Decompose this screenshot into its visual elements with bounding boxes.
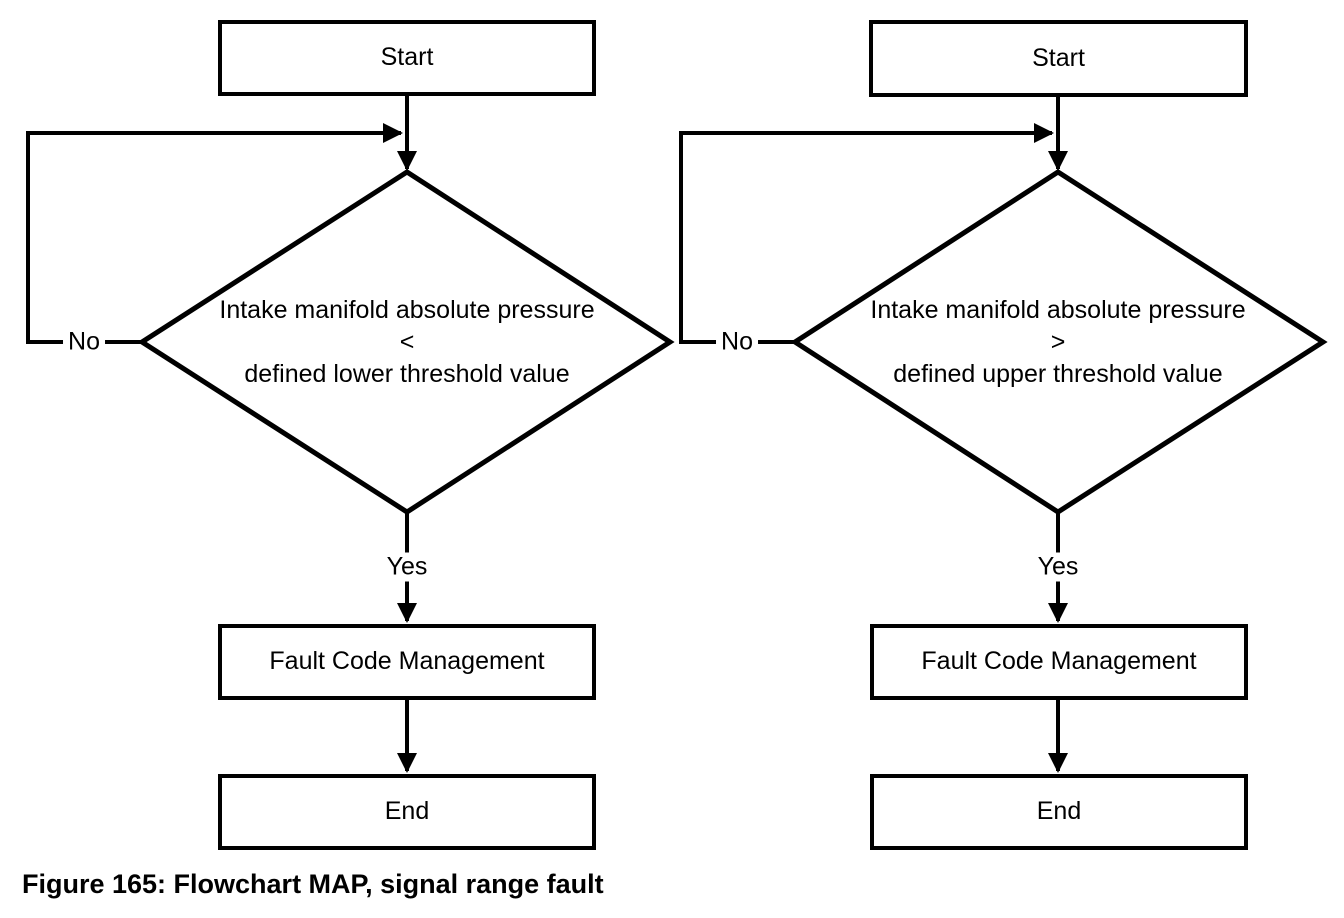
- right-no-label: No: [716, 327, 758, 357]
- right-yes-label: Yes: [1032, 552, 1084, 582]
- left-process-node: Fault Code Management: [218, 624, 596, 700]
- left-process-label: Fault Code Management: [269, 647, 545, 676]
- left-start-node: Start: [218, 20, 596, 96]
- right-decision-text: Intake manifold absolute pressure > defi…: [808, 294, 1308, 390]
- right-end-node: End: [870, 774, 1248, 850]
- left-end-node: End: [218, 774, 596, 850]
- left-decision-line2: defined lower threshold value: [244, 360, 570, 388]
- left-start-label: Start: [380, 43, 434, 72]
- left-decision-text: Intake manifold absolute pressure < defi…: [157, 294, 657, 390]
- right-flowchart-connectors: [679, 97, 1328, 773]
- left-yes-label: Yes: [381, 552, 433, 582]
- right-process-node: Fault Code Management: [870, 624, 1248, 700]
- right-start-label: Start: [1032, 43, 1085, 72]
- right-end-label: End: [1036, 797, 1082, 826]
- right-decision-line1: Intake manifold absolute pressure: [870, 296, 1246, 324]
- right-decision-line2: defined upper threshold value: [893, 360, 1223, 388]
- left-decision-operator: <: [399, 328, 415, 356]
- right-process-label: Fault Code Management: [921, 647, 1197, 676]
- left-decision-line1: Intake manifold absolute pressure: [219, 296, 595, 324]
- right-decision-operator: >: [1050, 328, 1066, 356]
- right-start-node: Start: [869, 20, 1248, 97]
- figure-caption: Figure 165: Flowchart MAP, signal range …: [22, 869, 604, 899]
- left-no-label: No: [63, 327, 105, 357]
- left-end-label: End: [384, 797, 430, 826]
